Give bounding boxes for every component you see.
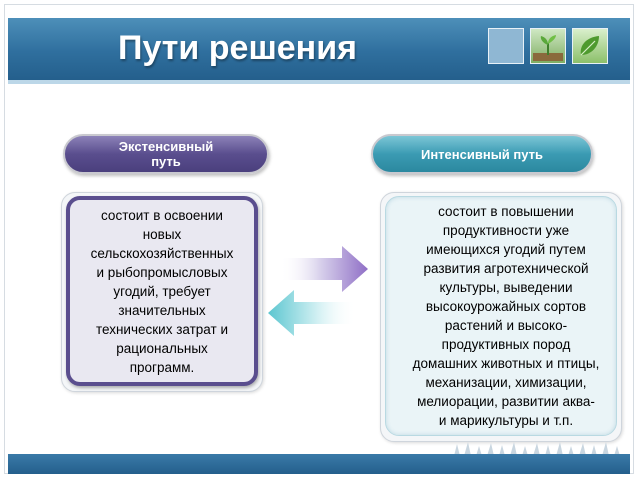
intensive-card [385, 196, 617, 436]
extensive-card: состоит в освоении новых сельскохозяйств… [66, 196, 258, 386]
arrow-right-icon [280, 246, 368, 292]
extensive-label-line1: Экстенсивный [118, 139, 214, 154]
sprout-icon [530, 28, 566, 64]
extensive-label-line2: путь [151, 154, 181, 169]
intensive-label-text: Интенсивный путь [420, 146, 543, 162]
header-stripe [8, 80, 630, 84]
footer-bar [8, 454, 630, 474]
footer-grass-decoration [454, 442, 620, 456]
arrow-left-icon [268, 290, 356, 336]
leaf-icon [572, 28, 608, 64]
extensive-path-label: Экстенсивный путь [63, 134, 269, 174]
intensive-path-label: Интенсивный путь [371, 134, 593, 174]
header-decoration [488, 28, 608, 64]
slide-title: Пути решения [118, 29, 357, 67]
extensive-description: состоит в освоении новых сельскохозяйств… [90, 207, 234, 375]
intensive-description: состоит в повышении продуктивности уже и… [412, 204, 600, 428]
decor-square-blue [488, 28, 524, 64]
header-bar [8, 18, 630, 80]
